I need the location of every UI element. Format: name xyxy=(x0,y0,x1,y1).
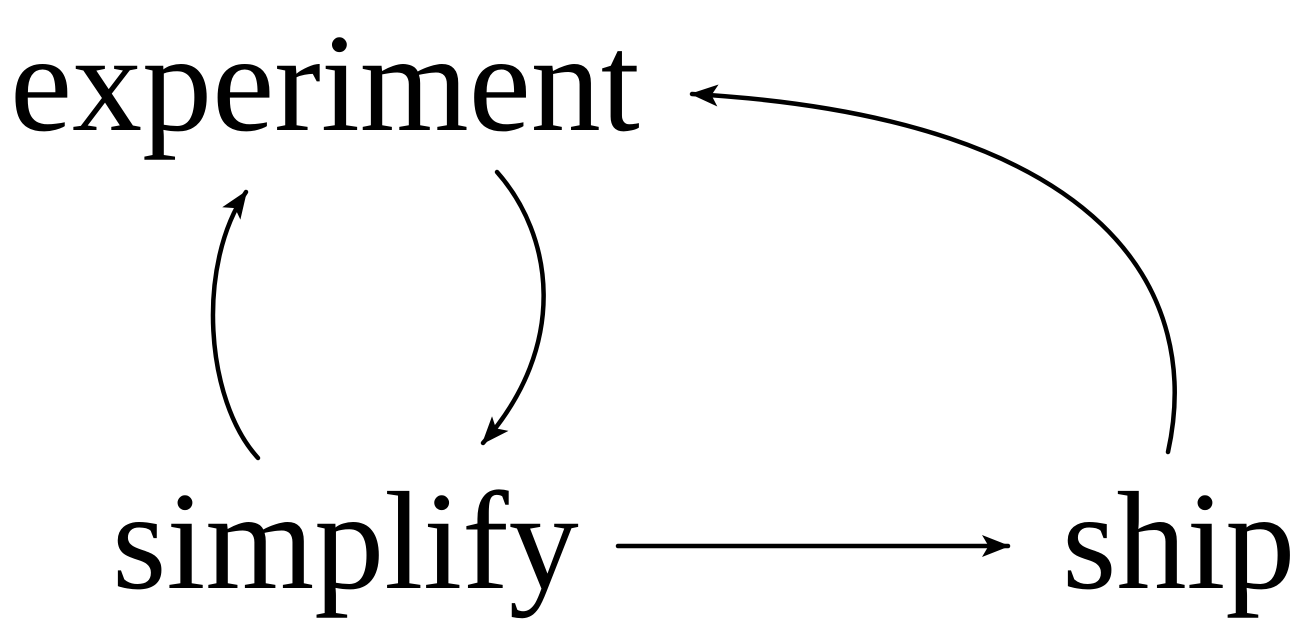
edge-ship-to-experiment-arrow xyxy=(689,84,1177,455)
node-ship: ship xyxy=(1062,464,1296,619)
node-experiment: experiment xyxy=(10,6,640,161)
node-simplify: simplify xyxy=(112,464,579,619)
edge-experiment-to-simplify-arrow xyxy=(480,169,546,446)
edge-simplify-to-experiment-arrow xyxy=(210,189,261,461)
